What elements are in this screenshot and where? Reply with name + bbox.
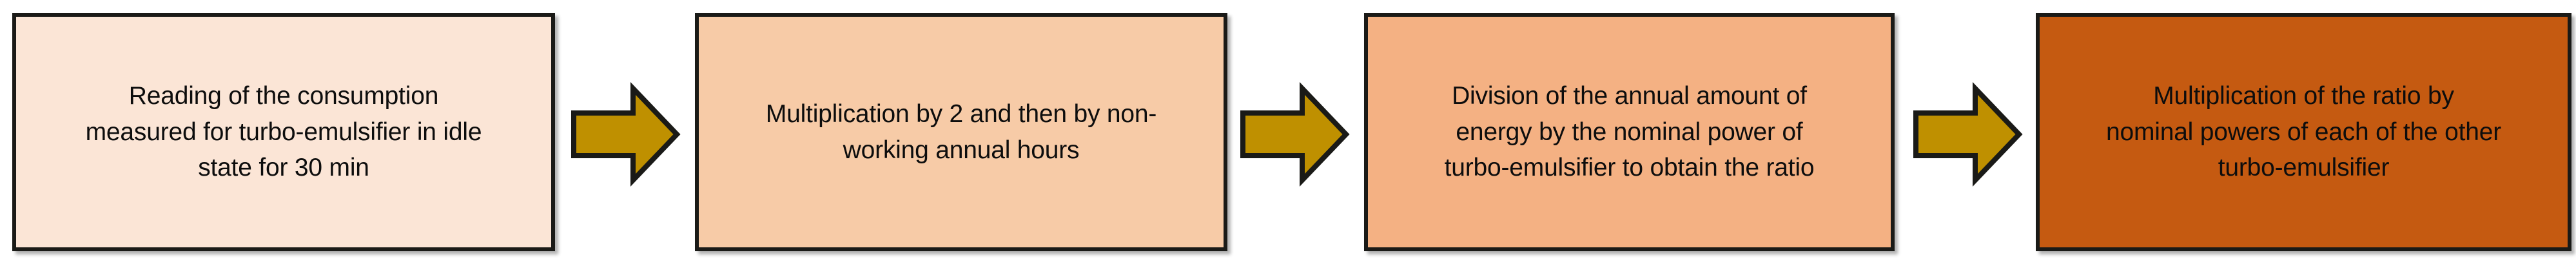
process-step-2-label: Multiplication by 2 and then by non- wor… xyxy=(765,100,1157,164)
process-step-4[interactable]: Multiplication of the ratio by nominal p… xyxy=(2036,13,2571,251)
process-step-4-label: Multiplication of the ratio by nominal p… xyxy=(2105,82,2502,182)
arrow-step-2-to-3 xyxy=(1240,82,1350,187)
process-step-1[interactable]: Reading of the consumption measured for … xyxy=(12,13,555,251)
process-step-3[interactable]: Division of the annual amount of energy … xyxy=(1364,13,1895,251)
process-step-3-label: Division of the annual amount of energy … xyxy=(1444,82,1815,182)
right-block-arrow-icon xyxy=(1240,82,1350,187)
arrow-step-1-to-2 xyxy=(571,82,681,187)
right-block-arrow-icon xyxy=(571,82,681,187)
arrow-step-3-to-4 xyxy=(1913,82,2023,187)
process-step-1-label: Reading of the consumption measured for … xyxy=(85,82,482,182)
right-block-arrow-icon xyxy=(1913,82,2023,187)
process-step-2[interactable]: Multiplication by 2 and then by non- wor… xyxy=(695,13,1227,251)
